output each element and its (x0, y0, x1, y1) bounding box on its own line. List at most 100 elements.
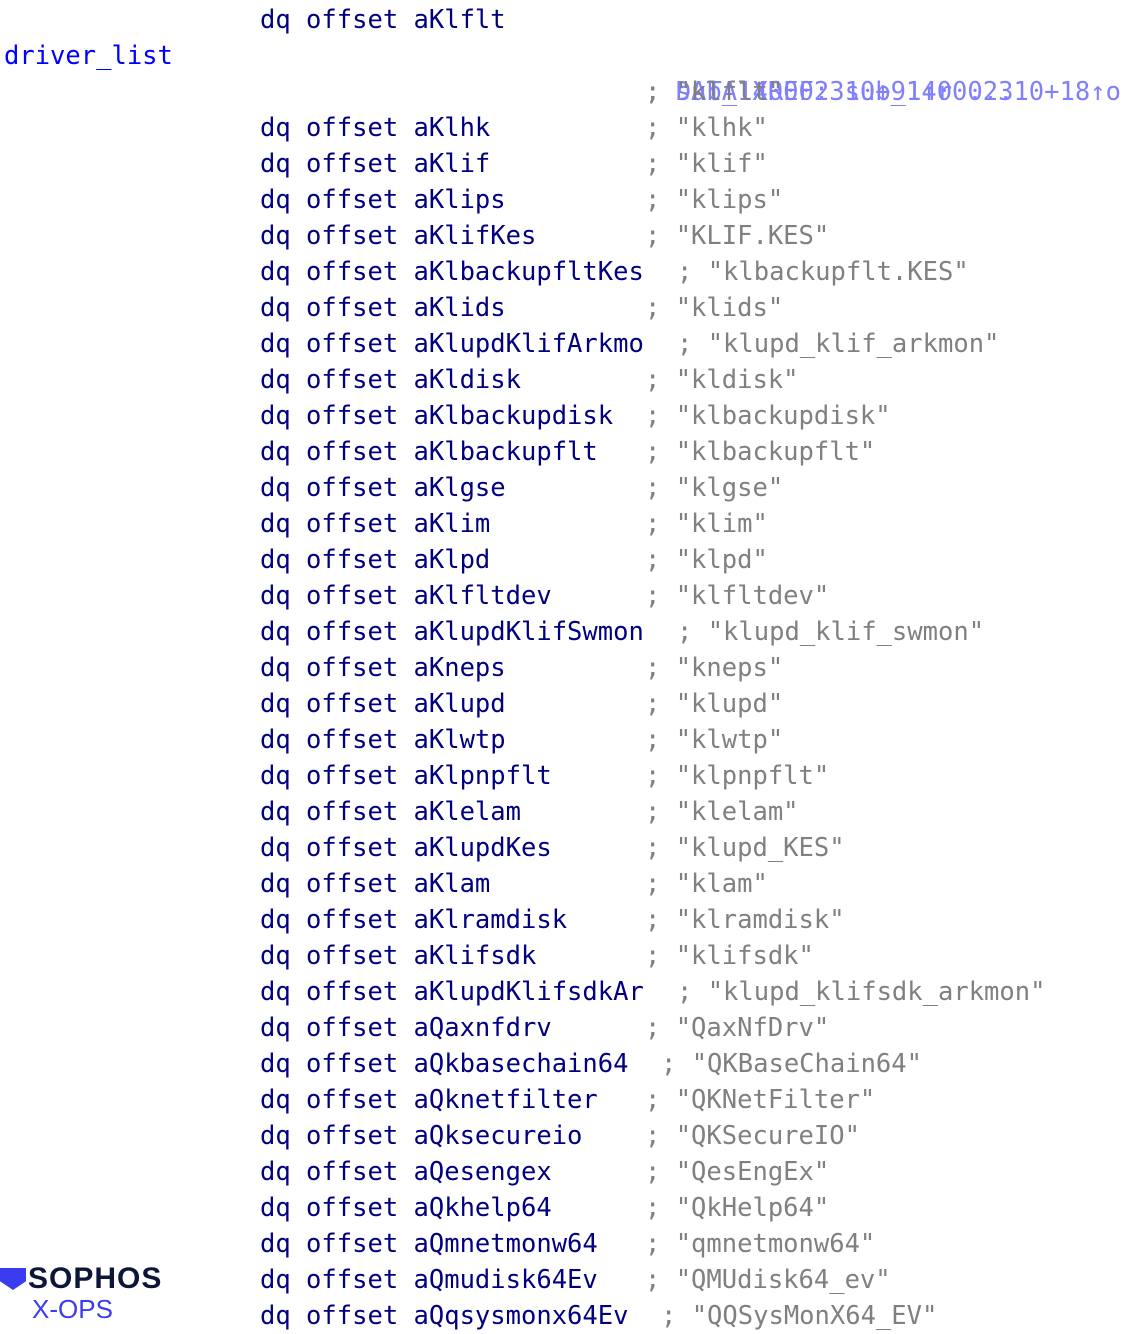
listing-line[interactable]: dq offset aKlbackupdisk; "klbackupdisk" (0, 398, 1146, 434)
instruction[interactable]: dq offset aQmudisk64Ev (260, 1265, 598, 1295)
listing-line[interactable]: dq offset aKlwtp ; "klwtp" (0, 722, 1146, 758)
listing-line[interactable]: dq offset aKlam; "klam" (0, 866, 1146, 902)
listing-line[interactable]: dq offset aQkhelp64; "QkHelp64" (0, 1190, 1146, 1226)
string-comment: ; "QKNetFilter" (645, 1085, 876, 1115)
instruction[interactable]: dq offset aKlids (260, 293, 506, 323)
instruction[interactable]: dq offset aKlramdisk (260, 905, 568, 935)
instruction[interactable]: dq offset aKlips (260, 185, 506, 215)
string-comment: ; "klupd" (645, 689, 784, 719)
string-comment: ; "klhk" (645, 113, 768, 143)
listing-line[interactable]: dq offset aKlbackupfltKes ; "klbackupflt.… (0, 254, 1146, 290)
listing-line[interactable]: ; "klflt" (0, 74, 1146, 110)
string-comment: ; "KLIF.KES" (645, 221, 830, 251)
string-comment: ; "QMUdisk64_ev" (645, 1265, 891, 1295)
string-comment: ; "klflt" (645, 77, 784, 107)
instruction[interactable]: dq offset aKlupdKlifArkmo (260, 329, 644, 359)
driver-list-label[interactable]: driver_list (4, 41, 173, 71)
string-comment: ; "klips" (645, 185, 784, 215)
instruction[interactable]: dq offset aKlflt (260, 5, 506, 35)
instruction[interactable]: dq offset aKneps (260, 653, 506, 683)
instruction[interactable]: dq offset aKlpd (260, 545, 491, 575)
listing-line[interactable]: dq offset aKlupdKlifSwmon; "klupd_klif_s… (0, 614, 1146, 650)
string-comment: ; "qmnetmonw64" (645, 1229, 876, 1259)
listing-line[interactable]: dq offset aQksecureio; "QKSecureIO" (0, 1118, 1146, 1154)
string-comment: ; "klwtp" (645, 725, 784, 755)
string-comment: ; "klramdisk" (645, 905, 845, 935)
instruction[interactable]: dq offset aKlbackupdisk (260, 401, 614, 431)
string-comment: ; "klupd_klif_arkmon" (677, 329, 1000, 359)
xops-text: X-OPS (32, 1294, 113, 1324)
instruction[interactable]: dq offset aKlfltdev (260, 581, 552, 611)
listing-line[interactable]: dq offset aKlupdKes ; "klupd_KES" (0, 830, 1146, 866)
instruction[interactable]: dq offset aKlbackupfltKes (260, 257, 644, 287)
instruction[interactable]: dq offset aKlifKes (260, 221, 537, 251)
instruction[interactable]: dq offset aQkbasechain64 (260, 1049, 629, 1079)
listing-line[interactable]: dq offset aKlif ; "klif" (0, 146, 1146, 182)
listing-line[interactable]: dq offset aQmudisk64Ev ; "QMUdisk64_ev" (0, 1262, 1146, 1298)
string-comment: ; "klim" (645, 509, 768, 539)
listing-line[interactable]: dq offset aKlids; "klids" (0, 290, 1146, 326)
listing-line[interactable]: dq offset aKlflt (0, 2, 1146, 38)
instruction[interactable]: dq offset aKlhk (260, 113, 491, 143)
listing-line[interactable]: dq offset aKlim ; "klim" (0, 506, 1146, 542)
listing-line[interactable]: dq offset aKlifKes ; "KLIF.KES" (0, 218, 1146, 254)
string-comment: ; "klpd" (645, 545, 768, 575)
instruction[interactable]: dq offset aKlgse (260, 473, 506, 503)
instruction[interactable]: dq offset aQaxnfdrv (260, 1013, 552, 1043)
listing-line[interactable]: dq offset aKlelam ; "klelam" (0, 794, 1146, 830)
instruction[interactable]: dq offset aKlim (260, 509, 491, 539)
instruction[interactable]: dq offset aQqsysmonx64Ev (260, 1301, 629, 1331)
string-comment: ; "kldisk" (645, 365, 799, 395)
string-comment: ; "QaxNfDrv" (645, 1013, 830, 1043)
listing-line[interactable]: dq offset aQqsysmonx64Ev ; "QQSysMonX64_E… (0, 1298, 1146, 1334)
listing-line[interactable]: dq offset aKlupdKlifArkmo ; "klupd_klif_a… (0, 326, 1146, 362)
instruction[interactable]: dq offset aKlupd (260, 689, 506, 719)
listing-line[interactable]: dq offset aKlupd ; "klupd" (0, 686, 1146, 722)
instruction[interactable]: dq offset aKlelam (260, 797, 521, 827)
string-comment: ; "klupd_KES" (645, 833, 845, 863)
listing-line[interactable]: dq offset aQkbasechain64 ; "QKBaseChain64… (0, 1046, 1146, 1082)
listing-line[interactable]: dq offset aKlips ; "klips" (0, 182, 1146, 218)
listing-line[interactable]: dq offset aKneps; "kneps" (0, 650, 1146, 686)
instruction[interactable]: dq offset aKlam (260, 869, 491, 899)
string-comment: ; "klelam" (645, 797, 799, 827)
instruction[interactable]: dq offset aKlpnpflt (260, 761, 552, 791)
instruction[interactable]: dq offset aKldisk (260, 365, 521, 395)
listing-line[interactable]: dq offset aQmnetmonw64 ; "qmnetmonw64" (0, 1226, 1146, 1262)
listing-line[interactable]: dq offset aKlpnpflt ; "klpnpflt" (0, 758, 1146, 794)
listing-line[interactable]: dq offset aKlifsdk; "klifsdk" (0, 938, 1146, 974)
listing-line[interactable]: dq offset aKlhk ; "klhk" (0, 110, 1146, 146)
instruction[interactable]: dq offset aKlupdKes (260, 833, 552, 863)
instruction[interactable]: dq offset aKlifsdk (260, 941, 537, 971)
listing-line[interactable]: dq offset aQaxnfdrv ; "QaxNfDrv" (0, 1010, 1146, 1046)
instruction[interactable]: dq offset aQksecureio (260, 1121, 583, 1151)
listing-line[interactable]: dq offset aKlbackupflt ; "klbackupflt" (0, 434, 1146, 470)
xref-comment[interactable]: ; DATA XREF: sub_140002310+18↑o (645, 77, 1121, 107)
listing-line[interactable]: dq offset aKlramdisk ; "klramdisk" (0, 902, 1146, 938)
string-comment: ; "QKBaseChain64" (661, 1049, 922, 1079)
instruction[interactable]: dq offset aKlupdKlifSwmon (260, 617, 644, 647)
instruction[interactable]: dq offset aQkhelp64 (260, 1193, 552, 1223)
instruction[interactable]: dq offset aKlif (260, 149, 491, 179)
instruction[interactable]: dq offset aQmnetmonw64 (260, 1229, 598, 1259)
instruction[interactable]: dq offset aKlupdKlifsdkAr (260, 977, 644, 1007)
listing-line[interactable]: ; sub_140002310+91↑r ... (0, 38, 1146, 107)
listing-line[interactable]: dq offset aKlgse; "klgse" (0, 470, 1146, 506)
string-comment: ; "klbackupflt" (645, 437, 876, 467)
listing-line[interactable]: driver_list ; DATA XREF: sub_140002310+1… (0, 2, 1146, 107)
listing-line[interactable]: dq offset aKlpd ; "klpd" (0, 542, 1146, 578)
listing-line[interactable]: dq offset aQknetfilter ; "QKNetFilter" (0, 1082, 1146, 1118)
xref-comment[interactable]: ; sub_140002310+91↑r ... (645, 77, 1014, 107)
listing-line[interactable]: dq offset aKlfltdev; "klfltdev" (0, 578, 1146, 614)
instruction[interactable]: dq offset aKlwtp (260, 725, 506, 755)
instruction[interactable]: dq offset aQknetfilter (260, 1085, 598, 1115)
string-comment: ; "QQSysMonX64_EV" (661, 1301, 938, 1331)
string-comment: ; "klif" (645, 149, 768, 179)
listing-line[interactable]: dq offset aKlupdKlifsdkAr; "klupd_klifsd… (0, 974, 1146, 1010)
listing-line[interactable]: dq offset aQesengex; "QesEngEx" (0, 1154, 1146, 1190)
instruction[interactable]: dq offset aKlbackupflt (260, 437, 598, 467)
string-comment: ; "klbackupflt.KES" (677, 257, 969, 287)
instruction[interactable]: dq offset aQesengex (260, 1157, 552, 1187)
listing-line[interactable]: dq offset aKldisk ; "kldisk" (0, 362, 1146, 398)
string-comment: ; "klpnpflt" (645, 761, 830, 791)
